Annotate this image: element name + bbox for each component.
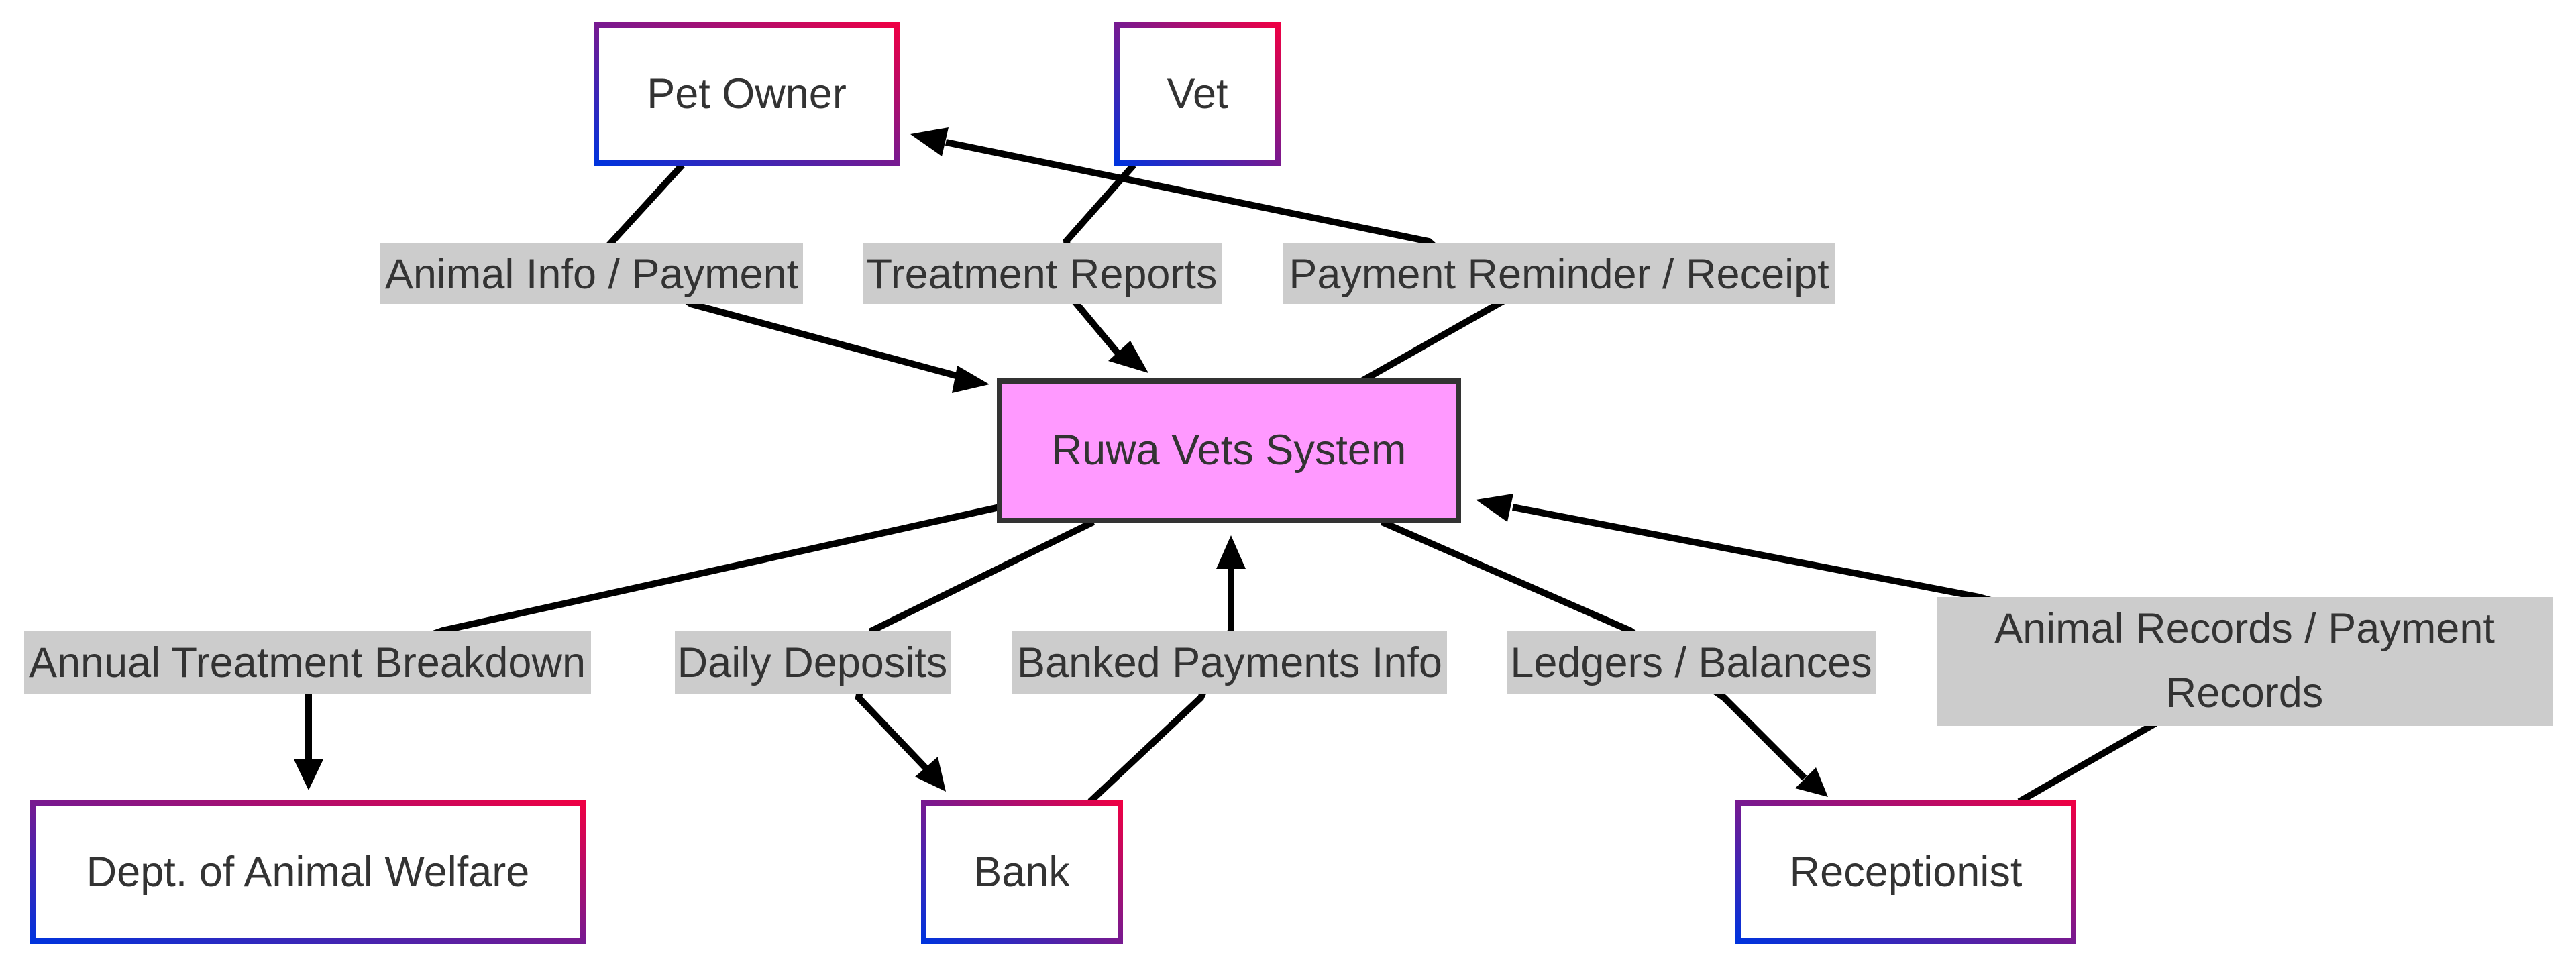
arrowhead-system-from-vet xyxy=(1108,341,1148,373)
svg-text:Dept. of Animal Welfare: Dept. of Animal Welfare xyxy=(87,849,530,896)
svg-text:Records: Records xyxy=(2166,669,2324,716)
edge-label-payment-reminder: Payment Reminder / Receipt xyxy=(1283,243,1835,304)
svg-text:Receptionist: Receptionist xyxy=(1790,849,2023,896)
node-vet: Vet xyxy=(1114,22,1281,166)
node-bank: Bank xyxy=(921,800,1123,944)
svg-text:Vet: Vet xyxy=(1167,70,1228,117)
arrowhead-system-from-receptionist xyxy=(1476,494,1513,522)
svg-text:Annual Treatment Breakdown: Annual Treatment Breakdown xyxy=(29,639,586,686)
arrowhead-receptionist xyxy=(1795,767,1828,797)
edge-label-animal-records: Animal Records / Payment Records xyxy=(1937,597,2553,726)
svg-text:Animal Records / Payment: Animal Records / Payment xyxy=(1994,605,2495,652)
node-pet-owner: Pet Owner xyxy=(594,22,900,166)
edge-label-daily-deposits: Daily Deposits xyxy=(675,631,951,694)
arrowhead-pet-owner-from-system xyxy=(910,127,949,156)
edge-label-treatment-reports: Treatment Reports xyxy=(863,243,1222,304)
node-receptionist: Receptionist xyxy=(1735,800,2076,944)
edge-label-annual-breakdown: Annual Treatment Breakdown xyxy=(24,631,591,694)
svg-text:Ledgers / Balances: Ledgers / Balances xyxy=(1510,639,1872,686)
svg-text:Daily Deposits: Daily Deposits xyxy=(678,639,948,686)
svg-text:Ruwa Vets System: Ruwa Vets System xyxy=(1052,427,1407,474)
svg-text:Pet Owner: Pet Owner xyxy=(647,70,847,117)
node-ruwa-vets-system: Ruwa Vets System xyxy=(997,378,1461,523)
edge-label-banked-payments: Banked Payments Info xyxy=(1012,631,1447,694)
svg-text:Banked Payments Info: Banked Payments Info xyxy=(1017,639,1442,686)
arrowhead-system-from-bank xyxy=(1216,535,1246,569)
arrowhead-welfare xyxy=(294,759,323,790)
edge-label-ledgers: Ledgers / Balances xyxy=(1507,631,1876,694)
edge-label-animal-info: Animal Info / Payment xyxy=(380,243,803,304)
svg-text:Bank: Bank xyxy=(973,849,1070,896)
arrowhead-bank xyxy=(915,757,946,792)
node-dept-animal-welfare: Dept. of Animal Welfare xyxy=(30,800,586,944)
svg-text:Animal Info / Payment: Animal Info / Payment xyxy=(385,251,799,298)
svg-text:Treatment Reports: Treatment Reports xyxy=(867,251,1218,298)
arrowhead-system-from-pet-owner xyxy=(952,366,989,393)
svg-text:Payment Reminder / Receipt: Payment Reminder / Receipt xyxy=(1289,251,1829,298)
